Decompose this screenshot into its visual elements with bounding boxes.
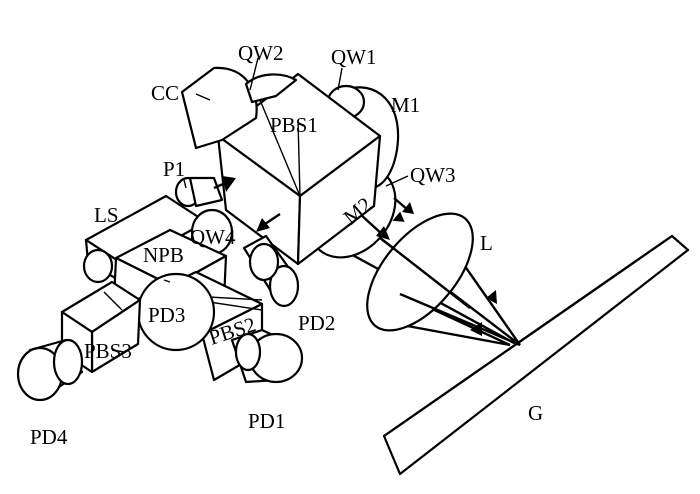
pbs3-cube	[60, 280, 142, 374]
label-m1: M1	[391, 93, 420, 117]
label-pbs1: PBS1	[270, 113, 318, 137]
label-qw3: QW3	[410, 163, 456, 187]
beam-arrow-2	[470, 322, 482, 336]
pbs1-cube	[216, 72, 382, 266]
label-qw4: QW4	[190, 225, 236, 249]
label-cc: CC	[151, 81, 179, 105]
label-pbs3: PBS3	[84, 339, 132, 363]
polarizer-p1	[174, 176, 236, 208]
label-l: L	[480, 231, 493, 255]
label-pd4: PD4	[30, 425, 68, 449]
label-pd3: PD3	[148, 303, 185, 327]
label-p1: P1	[163, 157, 185, 181]
cc-qw2-assembly	[180, 66, 298, 150]
photodetector-pd4	[16, 338, 84, 402]
label-qw1: QW1	[331, 45, 377, 69]
label-g: G	[528, 401, 543, 425]
beam-arrow-1	[486, 290, 497, 304]
label-qw2: QW2	[238, 41, 284, 65]
labels: QW2 QW1 CC M1 PBS1 P1 QW3 M2 LS QW4 L NP…	[30, 41, 543, 449]
label-npb: NPB	[143, 243, 184, 267]
label-pd2: PD2	[298, 311, 335, 335]
label-ls: LS	[94, 203, 119, 227]
beam-arrow-3	[392, 211, 405, 222]
label-pd1: PD1	[248, 409, 285, 433]
grating-g	[382, 234, 690, 476]
photodetector-pd2	[242, 234, 300, 308]
photodetector-pd1	[230, 328, 304, 384]
leader-lines	[111, 57, 409, 353]
